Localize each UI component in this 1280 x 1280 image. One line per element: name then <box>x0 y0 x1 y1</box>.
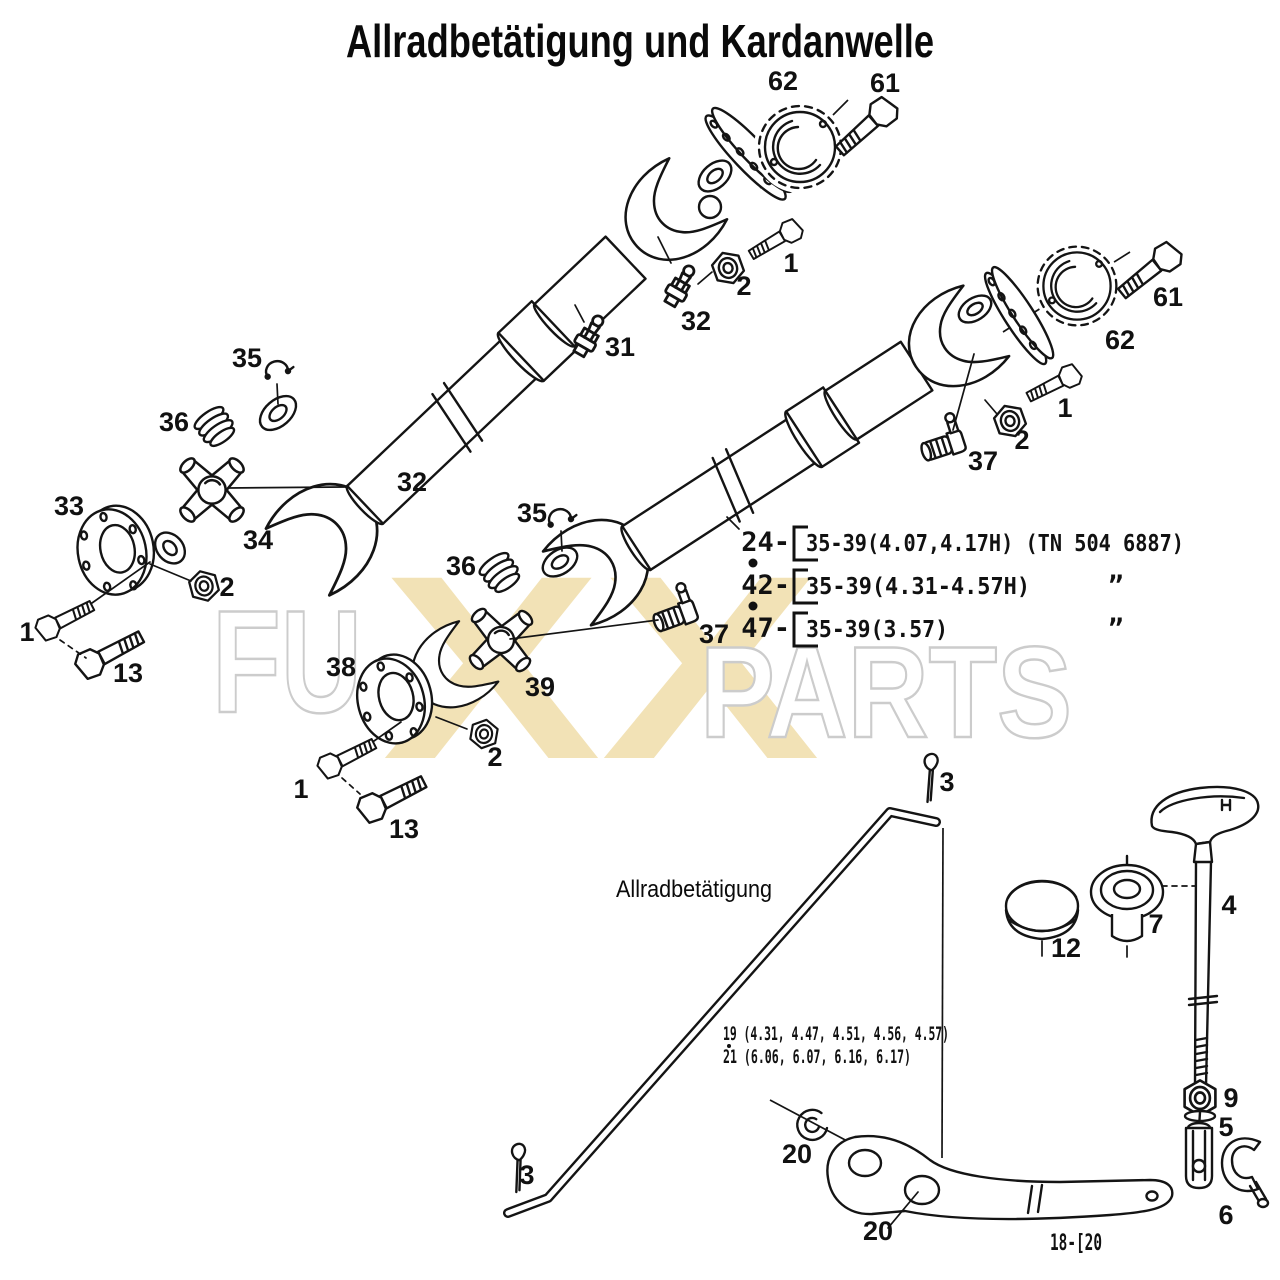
part-label-61: 61 <box>870 68 900 98</box>
part-label-9: 9 <box>1223 1083 1238 1113</box>
part-label-1: 1 <box>293 774 308 804</box>
part-label-3: 3 <box>519 1160 534 1190</box>
variant-num: 47- <box>741 613 790 644</box>
bottom-range-label: 18-[20 <box>1050 1231 1102 1256</box>
sprocket-62-upper <box>752 99 848 195</box>
leader-rod-to-lever <box>941 827 944 1159</box>
part-label-20: 20 <box>782 1139 812 1169</box>
yoke-eye-lower-left <box>541 546 579 578</box>
part-label-7: 7 <box>1148 909 1163 939</box>
part-label-37: 37 <box>699 619 729 649</box>
part-label-13: 13 <box>113 658 143 688</box>
variant-block: 24- 35-39(4.07,4.17H) (TN 504 6887) 42- 35-… <box>741 525 1184 648</box>
flange-ring-lower <box>983 265 1055 366</box>
part-label-36: 36 <box>159 407 189 437</box>
part-label-4: 4 <box>1221 890 1236 920</box>
cap-12 <box>1004 879 1080 941</box>
part-label-6: 6 <box>1218 1200 1233 1230</box>
lower-driveshaft <box>313 236 1188 828</box>
part-label-38: 38 <box>326 652 356 682</box>
part-label-1: 1 <box>1057 393 1072 423</box>
spring-36-upper <box>190 402 241 452</box>
upper-driveshaft-tube <box>261 106 794 601</box>
uj-cross-34 <box>170 448 254 532</box>
variant-bracket <box>792 525 818 562</box>
uj-hint-upper <box>697 194 723 220</box>
ratio-note-line1: 19 (4.31, 4.47, 4.51, 4.56, 4.57) <box>723 1023 949 1045</box>
variant-body: 35-39(4.07,4.17H) (TN 504 6887) <box>806 531 1184 557</box>
watermark-xx: XX <box>382 521 822 814</box>
yoke-eye-upper-right <box>697 159 733 193</box>
variant-num: 42- <box>741 570 790 601</box>
shift-rod-19-21 <box>503 807 941 1218</box>
bolt-1-left <box>31 593 99 645</box>
flange-yoke-33 <box>76 504 156 596</box>
watermark: XX FU PARTS <box>211 521 1074 814</box>
flange-33-lug <box>153 531 187 565</box>
part-label-1: 1 <box>783 248 798 278</box>
ratio-note-line2: 21 (6.06, 6.07, 6.16, 6.17) <box>723 1046 911 1068</box>
part-label-39: 39 <box>525 672 555 702</box>
part-label-13: 13 <box>389 814 419 844</box>
variant-ditto: ” <box>1108 571 1124 601</box>
part-label-35: 35 <box>232 343 262 373</box>
part-label-1: 1 <box>19 617 34 647</box>
variant-body: 35-39(3.57) <box>806 617 948 643</box>
flange-yoke-38 <box>356 653 434 745</box>
part-label-5: 5 <box>1218 1112 1233 1142</box>
variant-body: 35-39(4.31-4.57H) <box>806 574 1030 600</box>
ratio-note-dot <box>727 1044 731 1048</box>
part-label-62: 62 <box>768 66 798 96</box>
part-label-2: 2 <box>487 742 502 772</box>
part-label-3: 3 <box>939 767 954 797</box>
upper-driveshaft <box>31 91 904 684</box>
grease-fitting-37-right <box>912 410 968 465</box>
part-label-20: 20 <box>863 1216 893 1246</box>
part-label-36: 36 <box>446 551 476 581</box>
grease-fitting-32-upper <box>659 260 702 311</box>
yoke-eye-lower-right <box>957 294 993 324</box>
part-label-32: 32 <box>397 467 427 497</box>
lever-arm-18-20 <box>826 1134 1174 1221</box>
part-label-34: 34 <box>243 525 273 555</box>
ratio-note: 19 (4.31, 4.47, 4.51, 4.56, 4.57) 21 (6.… <box>723 1023 949 1068</box>
sprocket-62-lower <box>1031 240 1123 332</box>
part-label-37: 37 <box>968 446 998 476</box>
part-label-2: 2 <box>219 572 234 602</box>
section-label: Allradbetätigung <box>616 876 772 903</box>
part-label-2: 2 <box>736 271 751 301</box>
yoke-eye-upper-left <box>258 394 298 432</box>
lower-driveshaft-tube <box>539 265 1055 631</box>
clevis-5 <box>1184 1110 1214 1190</box>
part-label-32: 32 <box>681 306 711 336</box>
fourwd-actuation-assembly <box>503 752 1270 1221</box>
part-label-2: 2 <box>1014 425 1029 455</box>
page-title: Allradbetätigung und Kardanwelle <box>346 15 934 67</box>
variant-bullet <box>748 558 758 568</box>
circlip-35-upper <box>262 357 296 381</box>
spring-clip-6 <box>1220 1137 1270 1209</box>
handle-4 <box>1150 785 1260 1088</box>
variant-bullet <box>748 601 758 611</box>
bolt-1-lower-right <box>1022 360 1086 409</box>
part-label-35: 35 <box>517 498 547 528</box>
part-label-12: 12 <box>1051 933 1081 963</box>
part-label-62: 62 <box>1105 325 1135 355</box>
watermark-parts: PARTS <box>700 619 1072 765</box>
variant-num: 24- <box>741 527 790 558</box>
part-label-31: 31 <box>605 332 635 362</box>
watermark-fu: FU <box>212 580 362 743</box>
variant-ditto: ” <box>1108 614 1124 644</box>
part-label-61: 61 <box>1153 282 1183 312</box>
leader-lines <box>59 236 1197 1229</box>
grommet-7 <box>1089 854 1165 943</box>
variant-bracket <box>792 611 818 648</box>
variant-bracket <box>792 568 818 605</box>
part-label-33: 33 <box>54 491 84 521</box>
